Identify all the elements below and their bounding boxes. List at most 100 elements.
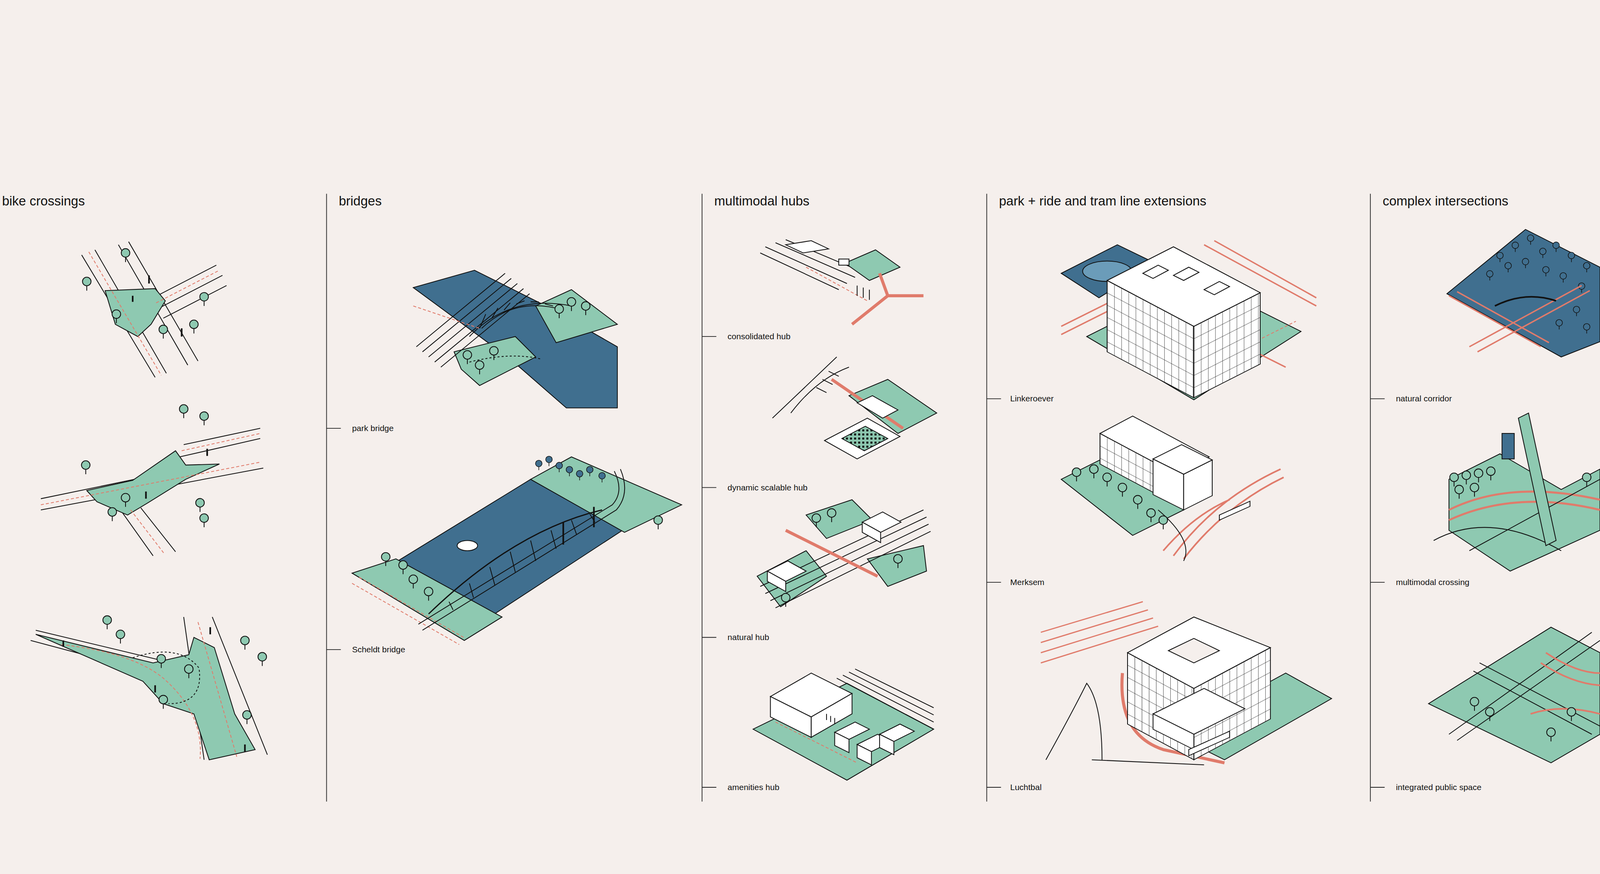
natural-corridor-part bbox=[1552, 241, 1560, 252]
scheldt-bridge-part bbox=[457, 540, 478, 552]
natural-corridor-part bbox=[1512, 241, 1519, 252]
park-ride-merksem-part bbox=[1152, 444, 1212, 475]
park-ride-linkeroever bbox=[1061, 240, 1317, 400]
consolidated-hub-part bbox=[805, 267, 868, 301]
bike-crossing-3-part bbox=[184, 664, 194, 679]
bike-crossing-2-part bbox=[179, 404, 189, 419]
natural-corridor-part bbox=[1542, 266, 1549, 277]
item-label: dynamic scalable hub bbox=[726, 483, 809, 493]
natural-corridor bbox=[1446, 229, 1600, 358]
multimodal-crossing-part bbox=[1502, 433, 1515, 460]
park-ride-luchtbal-part bbox=[1152, 714, 1194, 751]
natural-hub bbox=[757, 499, 931, 608]
bike-crossing-3-part bbox=[158, 695, 168, 710]
column-heading: bike crossings bbox=[0, 193, 86, 209]
column-dividers-part bbox=[986, 398, 1001, 788]
natural-corridor-part bbox=[1560, 272, 1567, 283]
bike-crossing-2-part bbox=[81, 460, 91, 475]
item-label: Scheldt bridge bbox=[350, 645, 407, 655]
scheldt-bridge-part bbox=[556, 462, 563, 473]
scheldt-bridge-part bbox=[530, 457, 682, 533]
natural-hub-part bbox=[767, 571, 786, 593]
natural-corridor-part bbox=[1504, 262, 1512, 273]
bike-crossing-3-part bbox=[102, 616, 112, 630]
park-ride-merksem-part bbox=[1072, 468, 1081, 482]
park-bridge-part bbox=[567, 297, 576, 312]
bike-crossing-3 bbox=[30, 616, 268, 761]
park-ride-merksem-part bbox=[1133, 495, 1143, 510]
integrated-public-space-part bbox=[1449, 632, 1600, 741]
park-ride-linkeroever-part bbox=[1173, 267, 1199, 281]
integrated-public-space-part bbox=[1428, 627, 1600, 764]
item-label: natural hub bbox=[726, 632, 771, 643]
multimodal-crossing-part bbox=[1486, 466, 1496, 481]
column-heading: multimodal hubs bbox=[713, 193, 811, 209]
bike-crossing-3-part bbox=[61, 622, 237, 760]
dynamic-scalable-hub-part bbox=[841, 426, 888, 452]
bike-crossing-3-part bbox=[257, 652, 267, 667]
column-heading: complex intersections bbox=[1381, 193, 1510, 209]
scheldt-bridge-part bbox=[449, 514, 595, 611]
park-ride-merksem-part bbox=[1158, 510, 1186, 562]
bike-crossing-3-part bbox=[116, 630, 125, 644]
bike-crossing-2-part bbox=[121, 493, 130, 507]
scheldt-bridge-part bbox=[352, 577, 466, 645]
natural-corridor-part bbox=[1449, 285, 1591, 352]
park-ride-linkeroever-part bbox=[1142, 265, 1169, 279]
bike-crossing-3-part bbox=[156, 655, 166, 669]
park-bridge-part bbox=[554, 304, 564, 319]
column-dividers-part bbox=[326, 194, 1371, 803]
park-ride-luchtbal-part bbox=[1188, 731, 1230, 757]
natural-corridor-part bbox=[1556, 319, 1563, 330]
park-ride-linkeroever-part bbox=[1107, 246, 1261, 327]
multimodal-crossing-part bbox=[1449, 454, 1600, 572]
amenities-hub-part bbox=[857, 744, 872, 766]
multimodal-crossing-part bbox=[1582, 473, 1592, 487]
amenities-hub-part bbox=[770, 697, 812, 738]
park-bridge bbox=[413, 270, 618, 409]
integrated-public-space-part bbox=[1567, 708, 1576, 722]
consolidated-hub-part bbox=[851, 273, 924, 325]
park-ride-merksem-part bbox=[1146, 508, 1156, 523]
column-dividers-part bbox=[702, 336, 717, 788]
item-label: Luchtbal bbox=[1009, 782, 1043, 793]
park-bridge-part bbox=[462, 350, 472, 365]
park-bridge-part bbox=[454, 336, 536, 386]
bike-crossing-1 bbox=[81, 241, 227, 378]
column-dividers bbox=[326, 194, 1385, 803]
item-label: amenities hub bbox=[726, 782, 781, 793]
park-bridge-part bbox=[581, 301, 591, 316]
natural-corridor-part bbox=[1522, 258, 1529, 269]
bike-crossing-2-part bbox=[108, 508, 117, 522]
bike-crossing-1-part bbox=[82, 277, 92, 291]
park-bridge-part bbox=[535, 289, 618, 343]
bike-crossing-3-part bbox=[30, 617, 268, 761]
item-label: Linkeroever bbox=[1009, 394, 1056, 404]
natural-hub-part bbox=[811, 514, 821, 528]
park-ride-merksem bbox=[1061, 416, 1284, 562]
natural-hub-part bbox=[827, 508, 837, 523]
bike-crossing-2-part bbox=[146, 449, 208, 500]
park-ride-merksem-part bbox=[1118, 483, 1127, 498]
bike-crossing-2-part bbox=[200, 514, 209, 528]
park-bridge-part bbox=[489, 346, 499, 360]
item-label: park bridge bbox=[350, 423, 395, 434]
bike-crossing-1-part bbox=[104, 288, 166, 337]
dynamic-scalable-hub-part bbox=[772, 357, 849, 419]
natural-hub-part bbox=[867, 545, 927, 587]
scheldt-bridge-part bbox=[535, 460, 542, 471]
natural-hub-part bbox=[760, 510, 931, 608]
dynamic-scalable-hub bbox=[772, 357, 937, 460]
park-bridge-part bbox=[413, 306, 480, 329]
park-bridge-part bbox=[413, 270, 618, 409]
park-ride-merksem-part bbox=[1219, 501, 1250, 521]
item-label: consolidated hub bbox=[726, 331, 792, 342]
bike-crossing-1-part bbox=[189, 320, 199, 334]
park-bridge-part bbox=[416, 273, 530, 368]
bike-crossing-1-part bbox=[88, 251, 220, 376]
multimodal-crossing bbox=[1433, 413, 1600, 572]
integrated-public-space-part bbox=[1485, 708, 1495, 722]
scheldt-bridge-part bbox=[409, 575, 418, 589]
scheldt-bridge-part bbox=[428, 510, 602, 615]
